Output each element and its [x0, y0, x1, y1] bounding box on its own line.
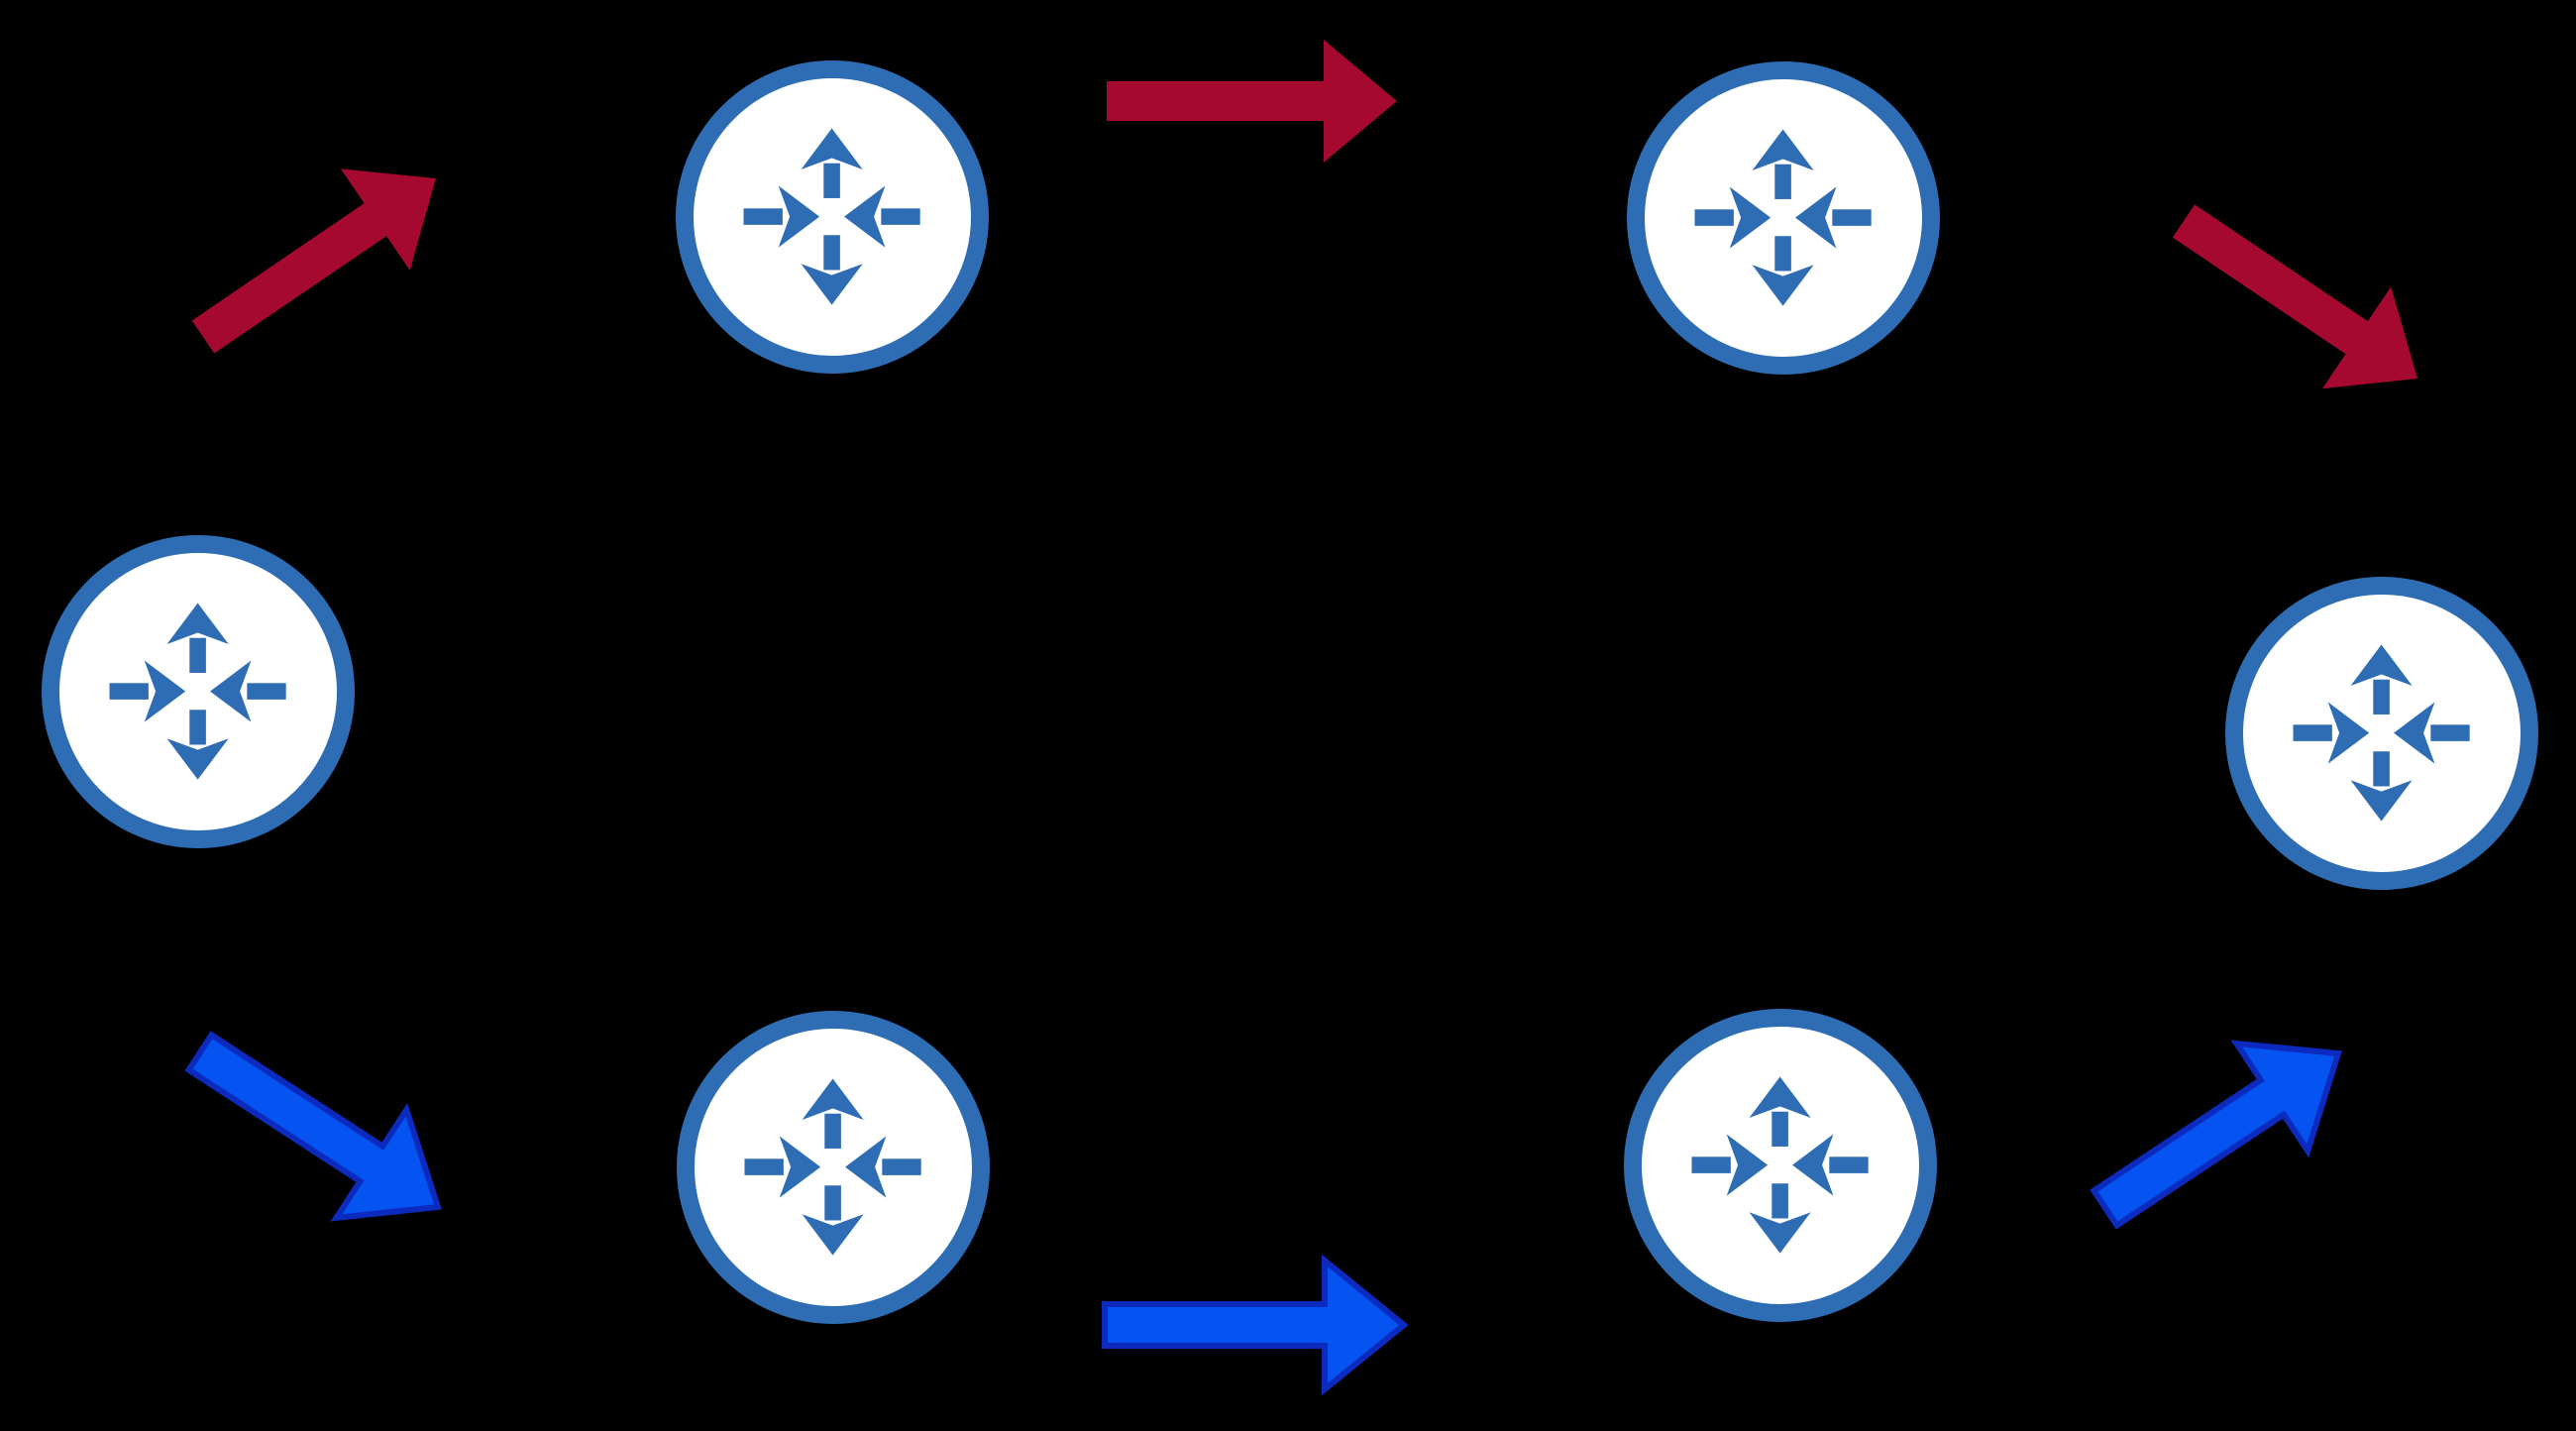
router-bottom-left	[677, 1011, 990, 1324]
router-icon	[1691, 1076, 1870, 1255]
blue-arrow-bottom-right-to-right	[2090, 1040, 2342, 1230]
router-right	[2225, 577, 2538, 890]
blue-arrow-left-to-bottom-left	[184, 1031, 442, 1222]
router-icon	[109, 603, 287, 781]
router-top-left	[676, 60, 989, 374]
router-left	[42, 535, 355, 848]
router-icon	[2293, 644, 2471, 823]
red-arrow-left-to-top-left	[191, 168, 436, 354]
router-icon	[1694, 129, 1873, 307]
router-icon	[744, 1078, 922, 1257]
blue-arrow-bottom-left-to-bottom-right	[1102, 1254, 1409, 1396]
router-icon	[743, 128, 921, 306]
red-arrow-top-right-to-right	[2172, 204, 2418, 389]
router-bottom-right	[1624, 1009, 1937, 1322]
red-arrow-top-left-to-top-right	[1107, 40, 1397, 163]
router-top-right	[1627, 61, 1940, 375]
